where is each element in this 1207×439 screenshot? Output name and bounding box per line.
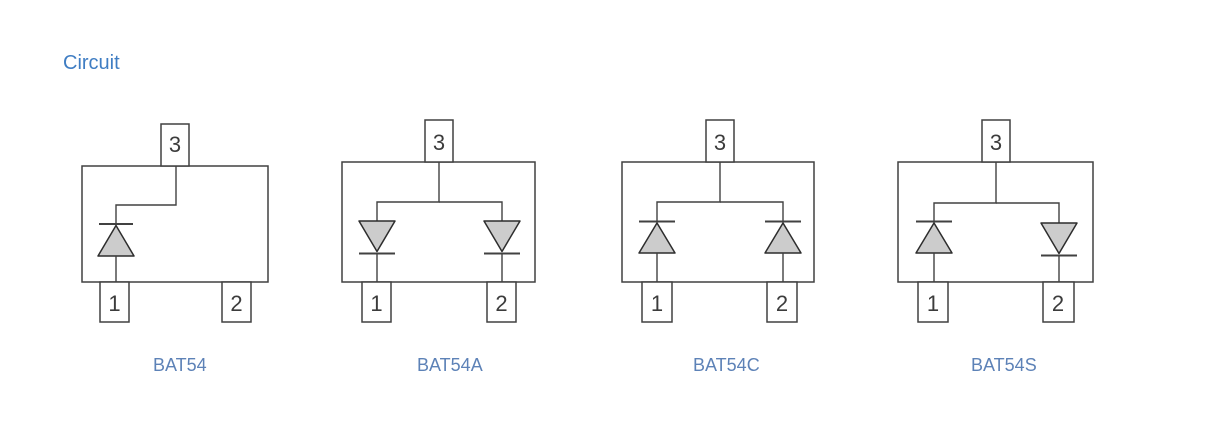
pin1-box bbox=[99, 281, 130, 323]
page-title: Circuit bbox=[63, 52, 120, 74]
circuit-diagram-bat54c: 3 1 2 bbox=[621, 119, 815, 323]
pin3-number: 3 bbox=[433, 130, 445, 155]
pin1-box bbox=[361, 281, 392, 323]
part-label-bat54c: BAT54C bbox=[693, 355, 760, 375]
pin1-number: 1 bbox=[927, 291, 939, 316]
pin3-number: 3 bbox=[169, 132, 181, 157]
left-branch-wire bbox=[933, 162, 997, 221]
left-branch-wire bbox=[376, 162, 440, 221]
pin1-number: 1 bbox=[651, 291, 663, 316]
pin3-number: 3 bbox=[714, 130, 726, 155]
pin2-box bbox=[221, 281, 252, 323]
pin3-number: 3 bbox=[990, 130, 1002, 155]
pin1-number: 1 bbox=[370, 291, 382, 316]
pin2-number: 2 bbox=[230, 291, 242, 316]
diode-icon bbox=[358, 220, 396, 253]
pin1-number: 1 bbox=[108, 291, 120, 316]
pin2-number: 2 bbox=[495, 291, 507, 316]
right-branch-wire bbox=[996, 202, 1060, 223]
left-branch-wire bbox=[656, 162, 721, 221]
pin3-box bbox=[424, 119, 454, 163]
part-label-bat54a: BAT54A bbox=[417, 355, 483, 375]
pin2-box bbox=[766, 281, 798, 323]
pin2-number: 2 bbox=[1052, 291, 1064, 316]
circuit-diagram-bat54: 3 1 2 bbox=[81, 123, 269, 323]
diode-icon bbox=[1040, 222, 1078, 255]
circuit-diagram-bat54a: 3 1 2 bbox=[341, 119, 536, 323]
pin1-box bbox=[917, 281, 949, 323]
right-branch-wire bbox=[720, 201, 784, 221]
pin2-number: 2 bbox=[776, 291, 788, 316]
pin3-box bbox=[160, 123, 190, 167]
pin3-box bbox=[705, 119, 735, 163]
diode-icon bbox=[483, 220, 521, 253]
pin2-box bbox=[1042, 281, 1075, 323]
part-label-bat54s: BAT54S bbox=[971, 355, 1037, 375]
cathode-wire bbox=[115, 166, 177, 224]
right-branch-wire bbox=[439, 201, 503, 221]
part-label-bat54: BAT54 bbox=[153, 355, 207, 375]
pin1-box bbox=[641, 281, 673, 323]
circuit-diagram-bat54s: 3 1 2 bbox=[897, 119, 1094, 323]
